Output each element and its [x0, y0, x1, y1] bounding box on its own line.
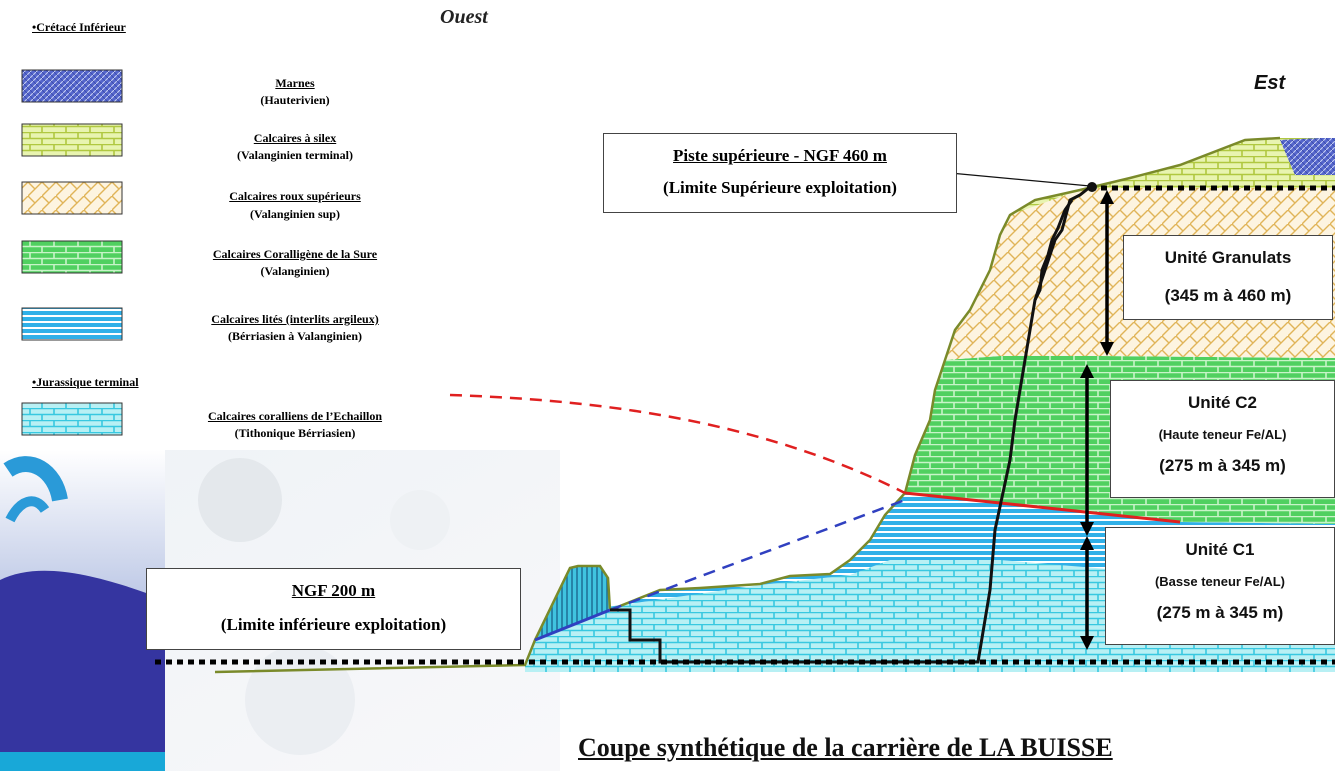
lower-limit-subtitle: (Limite inférieure exploitation): [220, 615, 447, 634]
legend-name-coralligene: Calcaires Coralligène de la Sure: [212, 247, 378, 261]
blue-solid-line: [534, 608, 611, 642]
legend-sub-marnes: (Hauterivien): [260, 93, 330, 107]
layer-lites: [600, 493, 1335, 610]
legend-sub-coralligene: (Valanginien): [260, 264, 330, 278]
legend-swatch-roux: [21, 181, 123, 215]
unit-c1-range: (275 m à 345 m): [1156, 603, 1284, 622]
unit-c1-content: (Basse teneur Fe/AL): [1154, 574, 1286, 589]
upper-track-marker: [1087, 182, 1097, 192]
unit-c1-title: Unité C1: [1185, 540, 1255, 559]
legend-name-lites: Calcaires lités (interlits argileux): [211, 312, 379, 326]
unit-granulats-title: Unité Granulats: [1164, 248, 1292, 267]
legend-swatch-silex: [21, 123, 123, 157]
legend-name-marnes: Marnes: [275, 76, 315, 90]
legend-sub-roux: (Valanginien sup): [250, 207, 340, 221]
unit-granulats-box: Unité Granulats (345 m à 460 m): [1123, 235, 1333, 320]
legend-swatch-echaillon: [21, 402, 123, 436]
unit-arrows: [1080, 190, 1114, 650]
legend-name-silex: Calcaires à silex: [253, 131, 337, 145]
unit-c2-box: Unité C2 (Haute teneur Fe/AL) (275 m à 3…: [1110, 380, 1335, 498]
legend-name-roux: Calcaires roux supérieurs: [229, 189, 361, 203]
upper-track-leader: [949, 172, 1091, 187]
layer-lites-hump: [535, 566, 610, 640]
lower-limit-title: NGF 200 m: [291, 581, 376, 600]
unit-granulats-range: (345 m à 460 m): [1164, 286, 1292, 305]
legend-cretace-title: •Crétacé Inférieur: [32, 20, 126, 34]
unit-c2-title: Unité C2: [1188, 393, 1257, 412]
legend-sub-silex: (Valanginien terminal): [237, 148, 353, 162]
legend-swatch-marnes: [21, 69, 123, 103]
figure-caption: Coupe synthétique de la carrière de LA B…: [578, 733, 1113, 762]
background-decoration: [0, 450, 560, 771]
layer-marnes: [1280, 138, 1335, 175]
red-dashed-projection: [449, 393, 906, 495]
layer-silex: [1010, 138, 1335, 215]
legend-jurassique-title: •Jurassique terminal: [32, 375, 139, 389]
legend-sub-echaillon: (Tithonique Bérriasien): [234, 426, 356, 440]
lower-limit-label-box: NGF 200 m (Limite inférieure exploitatio…: [146, 568, 521, 650]
legend-swatch-coralligene: [21, 240, 123, 274]
unit-c2-range: (275 m à 345 m): [1159, 456, 1286, 475]
unit-c1-box: Unité C1 (Basse teneur Fe/AL) (275 m à 3…: [1105, 527, 1335, 645]
upper-track-title: Piste supérieure - NGF 460 m: [673, 146, 887, 165]
upper-track-subtitle: (Limite Supérieure exploitation): [663, 178, 897, 197]
direction-west: Ouest: [440, 6, 488, 28]
legend-name-echaillon: Calcaires coralliens de l’Echaillon: [207, 409, 383, 423]
legend-sub-lites: (Bérriasien à Valanginien): [227, 329, 362, 343]
direction-east: Est: [1254, 72, 1286, 94]
quarry-profile: [610, 185, 1091, 664]
blue-dashed-projection: [609, 498, 906, 612]
upper-track-label-box: Piste supérieure - NGF 460 m (Limite Sup…: [603, 133, 957, 213]
unit-c2-content: (Haute teneur Fe/AL): [1158, 427, 1287, 442]
legend-swatch-lites: [21, 307, 123, 341]
